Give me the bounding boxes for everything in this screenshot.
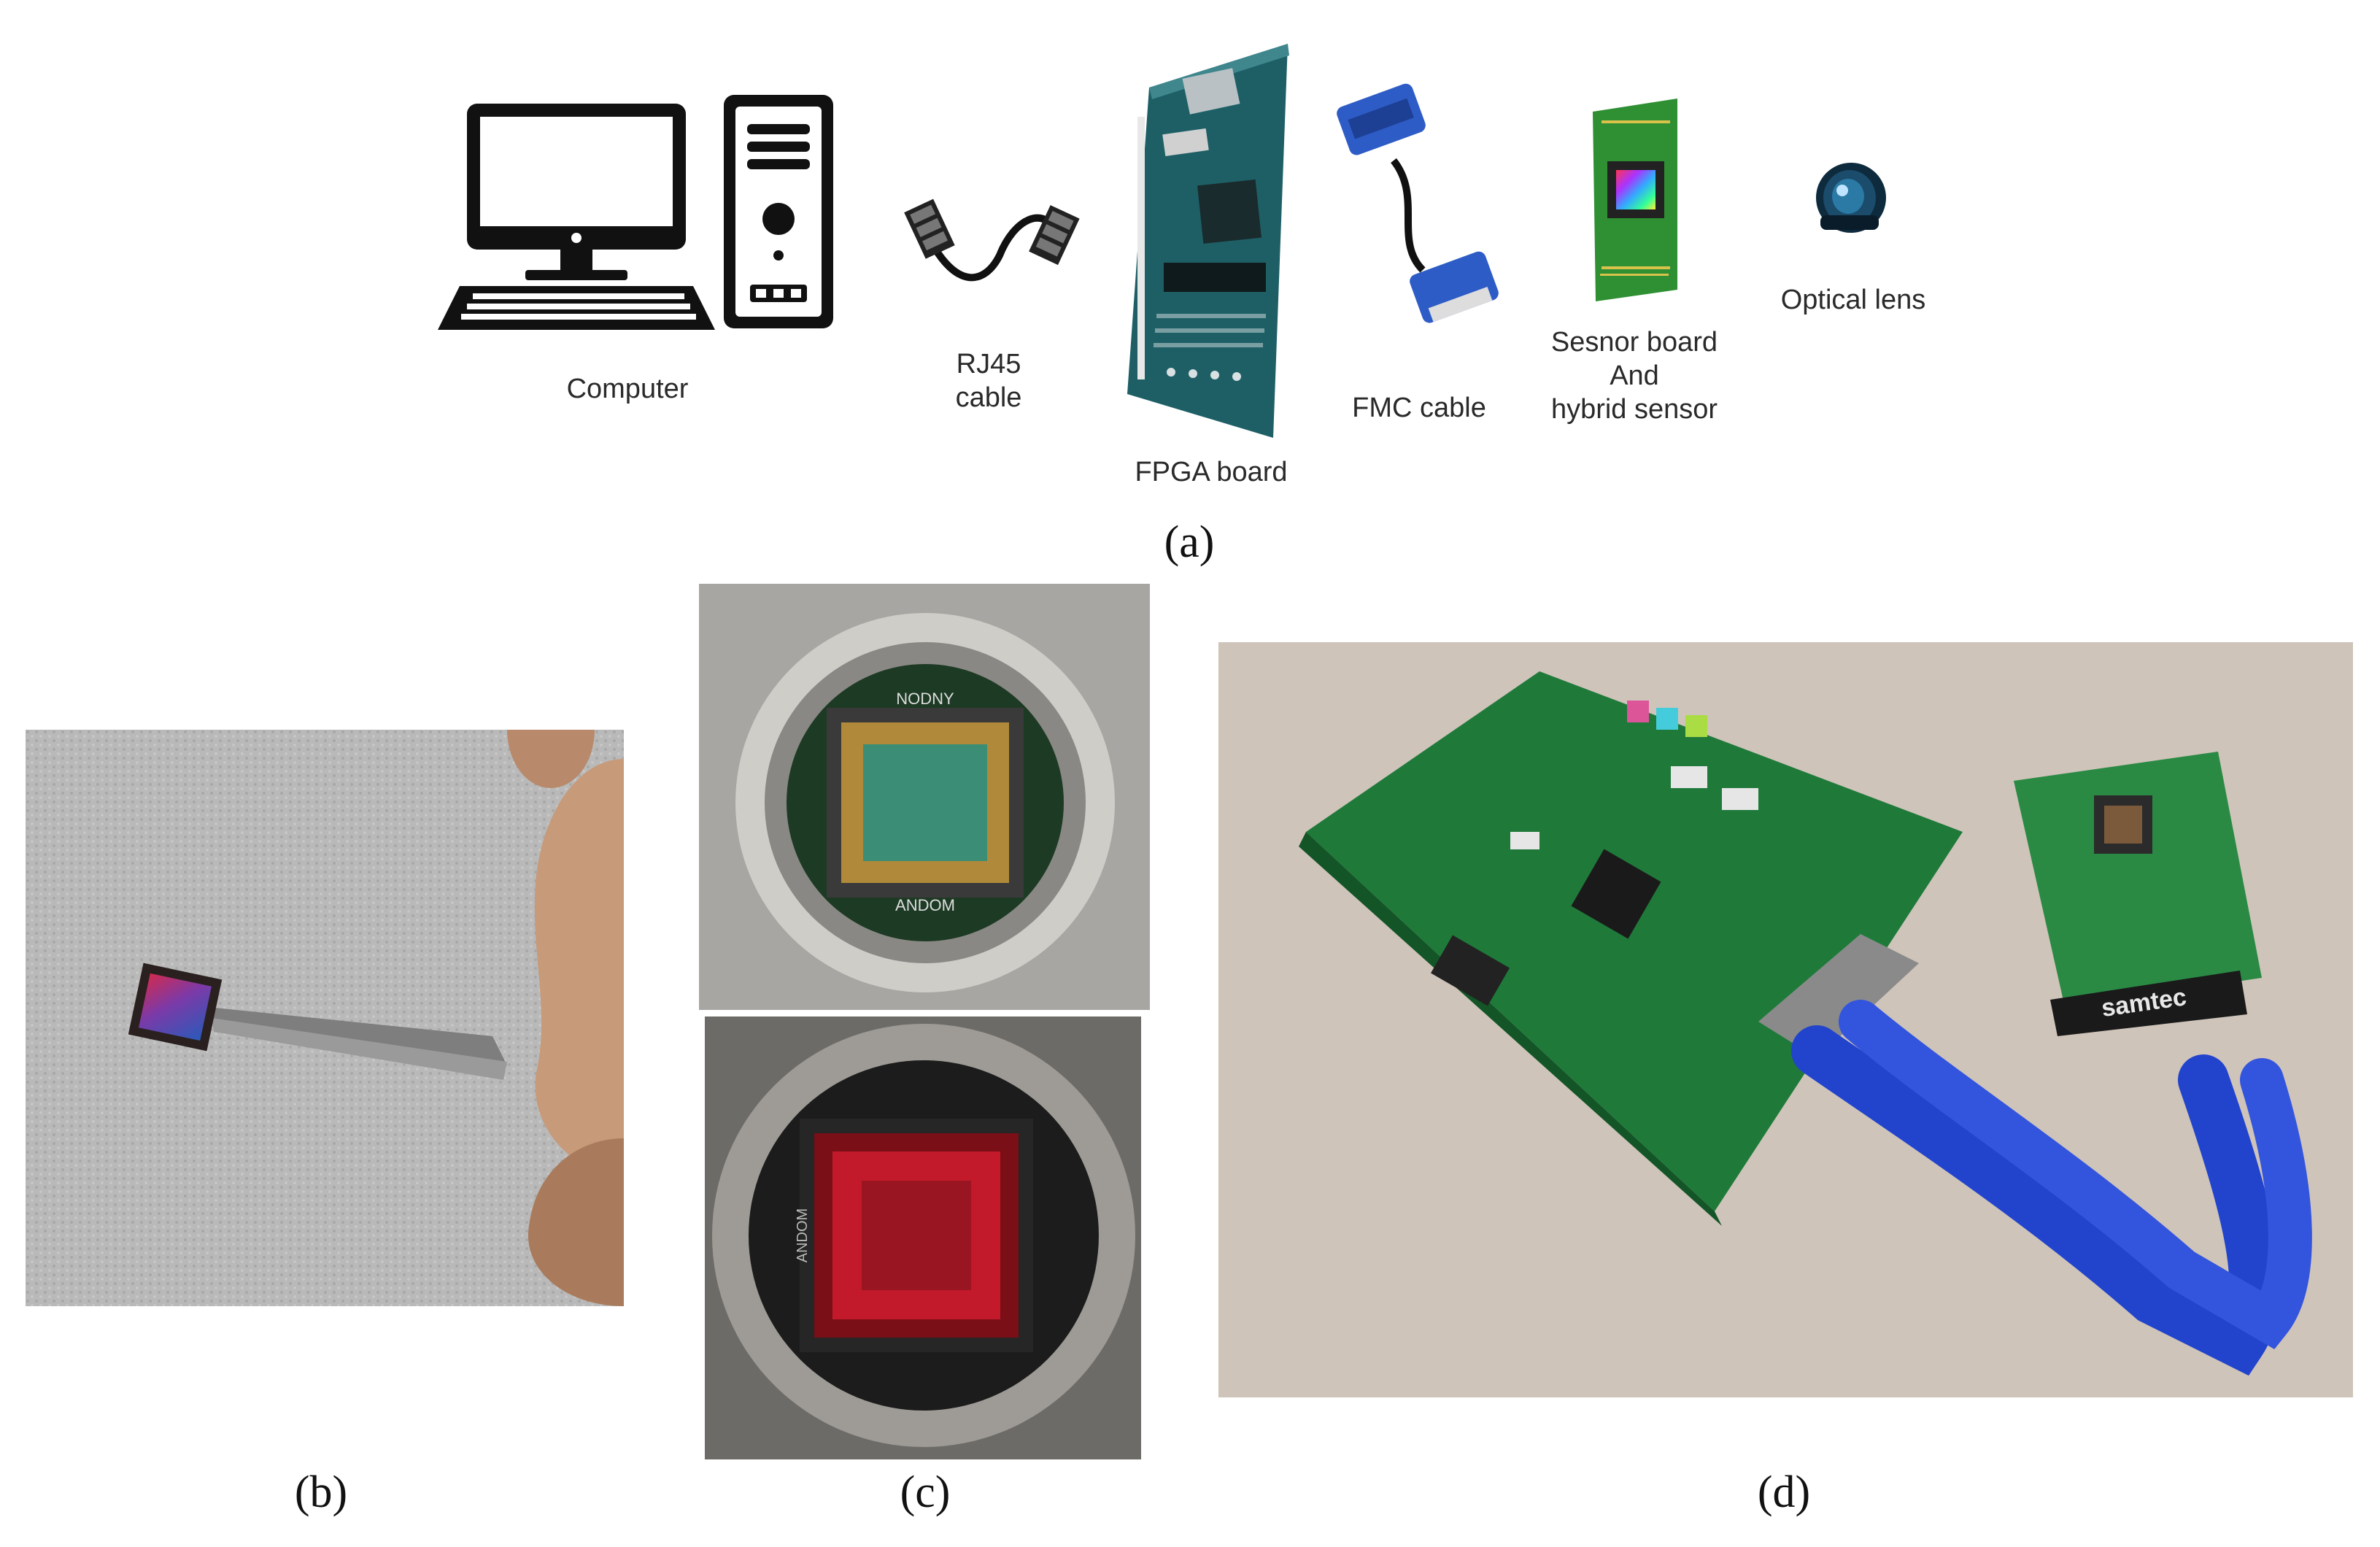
panel-a-tag: (a) — [1164, 517, 1215, 567]
rj45-label-line2: cable — [955, 382, 1022, 413]
panel-b-tag: (b) — [294, 1467, 348, 1517]
top-chip-text: ANDOM — [895, 896, 955, 914]
lens-label: Optical lens — [1780, 285, 1926, 315]
fpga-label: FPGA board — [1135, 457, 1288, 487]
panel-b-photo — [26, 730, 624, 1306]
panel-c-tag: (c) — [900, 1467, 951, 1517]
bottom-chip-text: ANDOM — [795, 1208, 811, 1262]
computer-icon — [438, 95, 846, 343]
sensor-label-line1: Sesnor board — [1550, 327, 1718, 358]
computer-label: Computer — [566, 374, 689, 404]
panel-c-bottom-photo: ANDOM — [705, 1016, 1141, 1459]
fmc-label: FMC cable — [1352, 393, 1486, 423]
panel-d-photo: samtec — [1218, 642, 2353, 1397]
fmc-cable-icon — [1335, 80, 1503, 343]
panel-c-top-photo: NODNY ANDOM — [699, 584, 1150, 1010]
sensor-label: Sesnor board And hybrid sensor — [1518, 325, 1751, 426]
sensor-board-icon — [1587, 99, 1682, 303]
optical-lens-icon — [1806, 157, 1893, 244]
rj45-label: RJ45 cable — [912, 347, 1065, 414]
ethernet-cable-icon — [897, 190, 1087, 292]
panel-d-tag: (d) — [1757, 1467, 1811, 1517]
top-chip-text-mirrored: NODNY — [896, 690, 954, 708]
fpga-board-icon — [1120, 29, 1295, 445]
panel-a: Computer RJ45 cable — [0, 0, 2380, 584]
sensor-label-line2: And — [1610, 360, 1659, 391]
rj45-label-line1: RJ45 — [956, 349, 1021, 379]
sensor-label-line3: hybrid sensor — [1550, 394, 1718, 425]
